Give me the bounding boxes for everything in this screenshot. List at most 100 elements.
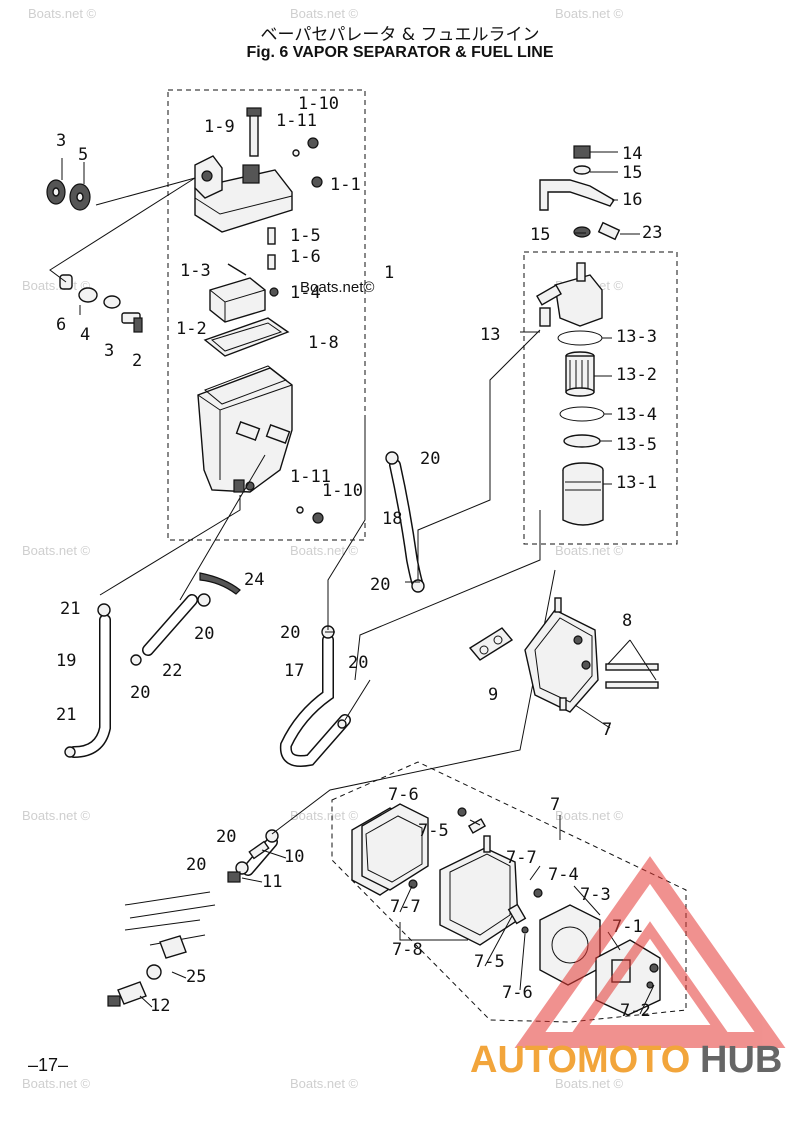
watermark: Boats.net © [28,6,97,21]
part-1-6 [267,254,276,270]
callout-label: 20 [348,653,368,673]
figure-title: Fig. 6 VAPOR SEPARATOR & FUEL LINE [246,44,554,61]
callout-label: 4 [80,325,90,345]
title-japanese: ベーパセパレータ & フュエルライン [260,25,540,45]
lower-fittings [107,840,270,1007]
callout-label: 7-8 [392,940,423,960]
callout-label: 21 [60,599,80,619]
callout-label: 13-1 [616,473,657,493]
callout-label: 13-3 [616,327,657,347]
callout-label: 17 [284,661,304,681]
cup-13-1 [562,462,604,526]
float-part [209,277,266,323]
callout-label: 12 [150,996,170,1016]
screw-1-10 [312,512,324,524]
callout-label: 23 [642,223,662,243]
callout-label: 7-7 [506,848,537,868]
callout-label: 7-3 [580,885,611,905]
brand-name-part1: AUTOMOTO [470,1039,690,1081]
watermark: Boats.net © [555,1076,624,1091]
clamp-21 [97,603,111,617]
callout-label: 7-2 [620,1001,651,1021]
callout-label: 7 [602,720,612,740]
callout-label: 13-4 [616,405,657,425]
separator-body [197,365,293,493]
callout-label: 11 [262,872,282,892]
separator-cover [194,107,323,233]
plug-12 [117,981,147,1005]
tie-24 [199,572,241,595]
joint-10 [248,840,270,860]
part-1-3 [227,263,247,276]
callout-label: 13 [480,325,500,345]
callout-label: 24 [244,570,264,590]
callout-label: 1-10 [298,94,339,114]
screw-7-6 [457,807,467,817]
callout-label: 20 [420,449,440,469]
clamp-20 [337,719,347,729]
callout-label: 20 [186,855,206,875]
washer-25 [146,964,162,980]
clamp-21 [64,746,76,758]
callout-label: 20 [216,827,236,847]
callout-label: 8 [622,611,632,631]
washer-15 [573,226,591,238]
bolt-8 [605,681,659,689]
callout-label: 1-3 [180,261,211,281]
callout-label: 5 [78,145,88,165]
callout-label: 7-5 [418,821,449,841]
watermark: Boats.net © [22,543,91,558]
callout-label: 20 [130,683,150,703]
bracket-16 [539,179,615,211]
center-watermark: Boats.net© [300,279,374,296]
callout-label: 20 [280,623,300,643]
washer-1-11 [296,506,304,514]
page-number: –17– [28,1055,69,1075]
hose-set [68,459,424,876]
watermark: Boats.net © [290,808,359,823]
callout-label: 1-8 [308,333,339,353]
callout-label: 7 [550,795,560,815]
watermark: Boats.net © [22,278,91,293]
callout-label: 18 [382,509,402,529]
watermark: Boats.net © [290,543,359,558]
washer-4 [78,287,98,303]
callout-label: 6 [56,315,66,335]
callout-label: 1-1 [330,175,361,195]
callout-label: 1-5 [290,226,321,246]
callout-label: 16 [622,190,642,210]
callout-label: 1-11 [290,467,331,487]
callout-label: 1-2 [176,319,207,339]
callout-label: 13-5 [616,435,657,455]
callout-label: 13-2 [616,365,657,385]
callout-label: 1-9 [204,117,235,137]
nut-11 [227,871,241,883]
watermark: Boats.net © [290,6,359,21]
part-7-5 [507,903,527,925]
callout-label: 10 [284,847,304,867]
callout-label: 7-4 [548,865,579,885]
part-1-4 [269,287,279,297]
watermark: Boats.net © [22,808,91,823]
callout-label: 19 [56,651,76,671]
automotohub-logo [514,856,786,1048]
gasket-1-8 [203,317,290,357]
watermark: Boats.net © [22,1076,91,1091]
callout-label: 7-5 [474,952,505,972]
element-13-2 [565,351,595,397]
bolt-8 [605,663,659,671]
callout-label: 20 [194,624,214,644]
washer-15 [573,165,591,175]
oring-13-4 [559,406,605,422]
callout-label: 3 [56,131,66,151]
callout-label: 14 [622,144,642,164]
callout-label: 21 [56,705,76,725]
callout-label: 25 [186,967,206,987]
fuel-pump-group-box [331,761,687,1023]
clamp-20 [130,654,142,666]
callout-label: 20 [370,575,390,595]
nut-14 [573,145,591,159]
callout-label: 1-11 [276,111,317,131]
